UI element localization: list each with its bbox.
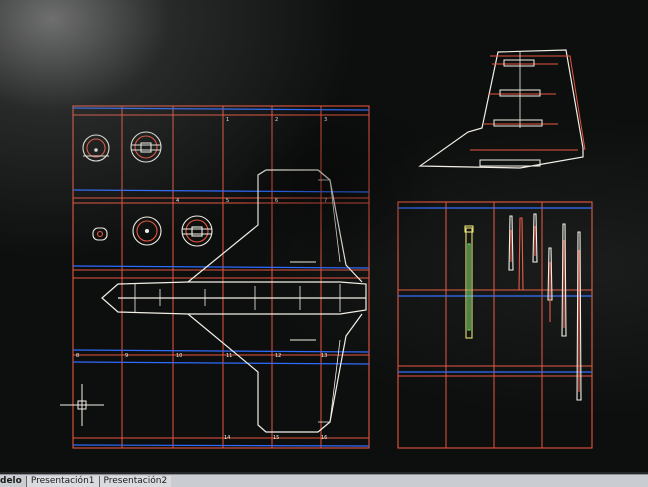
sheet-number: 16	[321, 435, 327, 441]
sheet-number: 13	[321, 353, 327, 359]
sheet-number: 5	[226, 198, 229, 204]
aircraft-plan-view[interactable]	[101, 169, 367, 433]
sheet-number: 1	[226, 117, 229, 123]
sheet-number: 6	[275, 198, 278, 204]
former-part	[130, 131, 162, 163]
former-part	[181, 215, 213, 247]
tab-presentacion2[interactable]: Presentación2	[98, 476, 172, 487]
sheet-number: 10	[176, 353, 182, 359]
sheet-number: 2	[275, 117, 278, 123]
former-part	[132, 216, 162, 246]
sheet-number: 12	[275, 353, 281, 359]
tab-model[interactable]: delo	[0, 476, 22, 486]
sheet-number: 15	[273, 435, 279, 441]
sheet-number: 11	[226, 353, 232, 359]
former-part	[92, 227, 108, 241]
sheet-number: 3	[324, 117, 327, 123]
former-parts[interactable]	[82, 131, 213, 247]
ucs-crosshair-icon	[60, 384, 104, 426]
sheet-number: 9	[125, 353, 128, 359]
sheet-number: 14	[224, 435, 230, 441]
tail-fin-elevation[interactable]	[418, 49, 586, 169]
plan-sheet-numbers: 1 2 3 4 5 6 7 8 9 10 11 12 13 14 15 16	[76, 117, 327, 441]
sheet-number: 7	[324, 198, 327, 204]
former-part	[82, 134, 110, 162]
sheet-number: 4	[176, 198, 179, 204]
layout-tab-bar: delo Presentación1 Presentación2	[0, 474, 648, 487]
tab-presentacion1[interactable]: Presentación1	[25, 476, 99, 487]
sheet-number: 8	[76, 353, 79, 359]
plan-frame[interactable]	[72, 105, 370, 449]
